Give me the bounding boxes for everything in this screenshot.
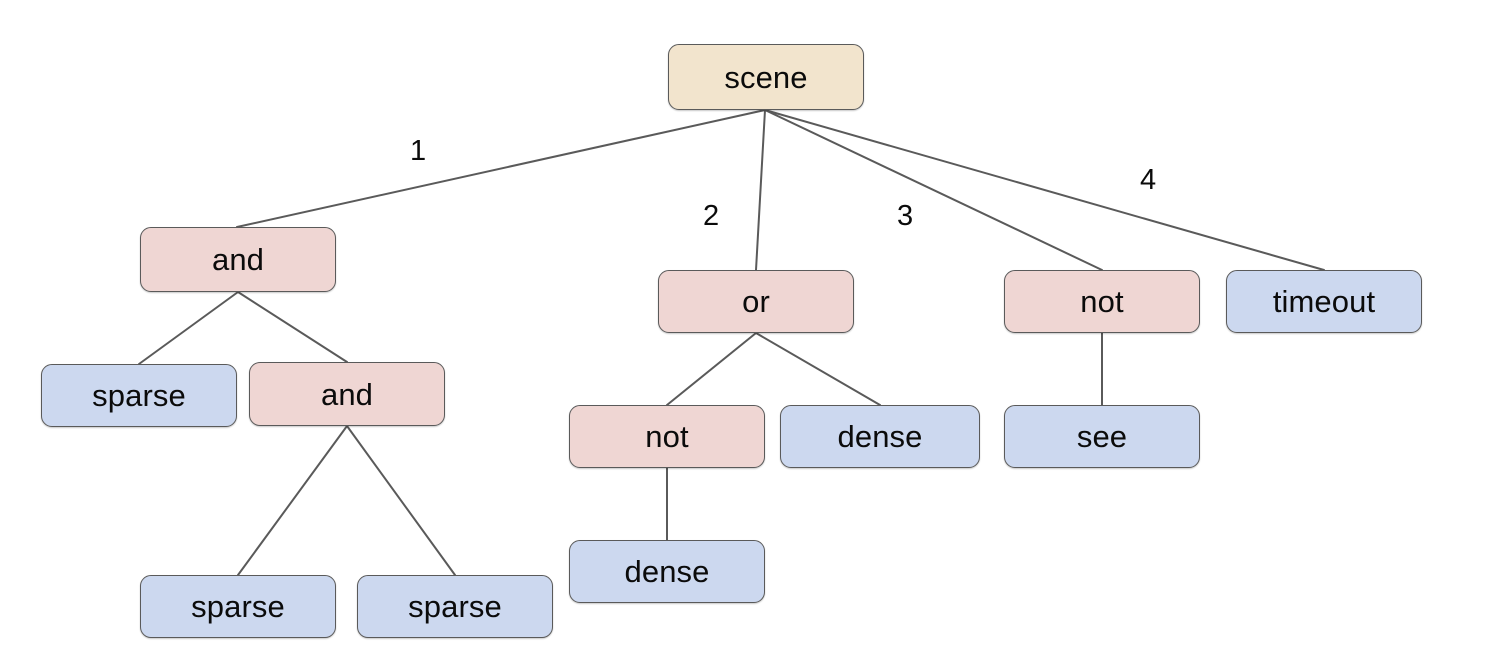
tree-node-timeout1[interactable]: timeout	[1226, 270, 1422, 333]
tree-node-scene[interactable]: scene	[668, 44, 864, 110]
edge-label: 4	[1140, 164, 1157, 196]
tree-edge	[666, 332, 757, 406]
tree-edge	[236, 109, 766, 228]
tree-edge	[138, 291, 239, 365]
tree-node-sparse3[interactable]: sparse	[357, 575, 553, 638]
tree-node-sparse2[interactable]: sparse	[140, 575, 336, 638]
tree-edge	[755, 109, 766, 271]
tree-edge	[237, 291, 348, 363]
tree-node-not1[interactable]: not	[1004, 270, 1200, 333]
edge-label: 1	[410, 135, 427, 167]
tree-edge	[755, 332, 881, 406]
tree-node-or1[interactable]: or	[658, 270, 854, 333]
tree-node-and2[interactable]: and	[249, 362, 445, 426]
tree-node-and1[interactable]: and	[140, 227, 336, 292]
tree-node-dense1[interactable]: dense	[780, 405, 980, 468]
tree-edge	[237, 425, 348, 576]
tree-edge	[764, 109, 1103, 271]
edge-label: 2	[703, 200, 720, 232]
tree-edge	[764, 109, 1325, 271]
tree-node-sparse1[interactable]: sparse	[41, 364, 237, 427]
tree-node-dense2[interactable]: dense	[569, 540, 765, 603]
tree-node-see1[interactable]: see	[1004, 405, 1200, 468]
tree-node-not2[interactable]: not	[569, 405, 765, 468]
tree-edge	[346, 425, 456, 576]
edge-label: 3	[897, 200, 914, 232]
